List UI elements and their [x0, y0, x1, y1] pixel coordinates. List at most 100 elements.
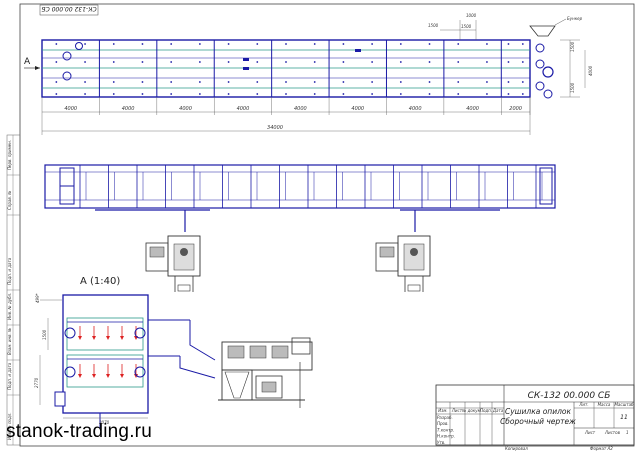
detail-a-view [54, 294, 216, 428]
dim-detail-2070: 2070 [99, 420, 110, 425]
side-stamp-label: Справ. № [7, 191, 12, 210]
fastener-dot [227, 93, 230, 95]
fastener-dot [507, 93, 510, 95]
stamp-header: № докум. [461, 408, 482, 413]
fastener-dot [170, 93, 173, 95]
fastener-dot [170, 43, 173, 45]
scale-label: Масштаб [614, 402, 634, 407]
segment-dim-label: 4000 [237, 106, 250, 112]
segment-dim-label: 4000 [466, 106, 479, 112]
fastener-dot [521, 43, 524, 45]
dim-top-1500b: 1500 [461, 24, 472, 29]
fastener-dot [428, 81, 431, 83]
air-flow-arrowhead [120, 336, 124, 340]
fastener-dot [507, 43, 510, 45]
sheets-count: 1 [626, 430, 629, 435]
fastener-dot [507, 61, 510, 63]
fastener-dot [486, 61, 488, 63]
stamp-header: Лист [451, 408, 463, 413]
air-flow-arrowhead [106, 336, 110, 340]
marker [243, 58, 249, 61]
segment-dim-label: 4000 [64, 106, 77, 112]
side-stamp-label: Инв. № дубл. [7, 293, 12, 320]
dim-top-1500a: 1500 [428, 23, 439, 28]
right-dimensions: 1500 4000 1500 [560, 39, 593, 98]
fastener-dot [256, 81, 259, 83]
format-label: Формат А2 [590, 446, 613, 451]
stamp-role: Пров. [437, 421, 449, 426]
fastener-dot [55, 43, 58, 45]
fastener-dot [457, 93, 460, 95]
fastener-dot [84, 81, 86, 83]
dim-top-1000: 1000 [466, 13, 477, 18]
air-flow-arrowhead [92, 336, 96, 340]
heat-generator-right [375, 235, 431, 292]
side-stamp-label: Подп. и дата [7, 362, 12, 390]
fastener-dot [371, 43, 374, 45]
dim-detail-499: 499* [35, 293, 40, 303]
heat-generator-left [145, 235, 201, 292]
fastener-dot [285, 43, 287, 45]
fastener-dot [55, 93, 58, 95]
segment-dim-label: 4000 [122, 106, 135, 112]
side-stamp-label: Взам. инв. № [7, 328, 12, 355]
fastener-dot [313, 81, 316, 83]
segment-dividers [98, 40, 502, 97]
side-stamp-label: Инв. № подл. [7, 412, 12, 440]
copied-label: Копировал [505, 446, 528, 451]
sheet-frame [19, 3, 635, 447]
fastener-dot [285, 93, 287, 95]
fastener-dot [112, 93, 115, 95]
marker [355, 49, 361, 52]
fastener-dot [428, 61, 431, 63]
fastener-dot [371, 81, 374, 83]
fastener-dot [227, 61, 230, 63]
dim-total-length: 34000 [267, 125, 283, 131]
sheets-label: Листов [604, 430, 621, 435]
title-block: СК-132 00.000 СБ Сушилка опилок Сборочны… [435, 384, 635, 446]
marker [243, 67, 249, 70]
fastener-dot [112, 61, 115, 63]
dryer-body-elevation [44, 164, 556, 209]
air-flow-arrowhead [134, 374, 138, 378]
sheet-number: 11 [620, 414, 628, 421]
fastener-dot [141, 93, 144, 95]
fastener-dot [256, 61, 259, 63]
air-flow-arrowhead [106, 374, 110, 378]
fastener-dot [342, 81, 345, 83]
fastener-dot [256, 43, 259, 45]
stamp-header: Подп. [480, 408, 492, 413]
fastener-dot [507, 81, 510, 83]
air-flow-arrowhead [78, 374, 82, 378]
fastener-dot [342, 43, 345, 45]
fastener-dot [141, 61, 144, 63]
fastener-dot [342, 93, 345, 95]
heat-generator-detail [218, 337, 313, 408]
fastener-dot [198, 61, 201, 63]
drive-rollers-right [535, 43, 554, 99]
side-stamp-label: Подп. и дата [7, 257, 12, 285]
stamp-role: Разраб. [437, 415, 453, 420]
fastener-dot [112, 81, 115, 83]
fastener-dot [313, 43, 316, 45]
drawing-code: СК-132 00.000 СБ [528, 391, 611, 401]
fastener-dot [371, 93, 374, 95]
dryer-body-plan [41, 39, 531, 98]
fastener-dot [170, 61, 173, 63]
air-flow-arrows [78, 326, 138, 378]
fastener-dot [256, 93, 259, 95]
segment-dim-label: 4000 [179, 106, 192, 112]
segment-dim-label: 4000 [409, 106, 422, 112]
segment-dim-label: 2000 [509, 106, 522, 112]
section-mark-a: A [24, 57, 31, 67]
air-flow-arrowhead [78, 336, 82, 340]
bunker-hopper [529, 25, 556, 37]
dim-right-4000: 4000 [588, 65, 593, 76]
fastener-dot [428, 93, 431, 95]
fastener-dot [428, 43, 431, 45]
fastener-dot [285, 61, 287, 63]
